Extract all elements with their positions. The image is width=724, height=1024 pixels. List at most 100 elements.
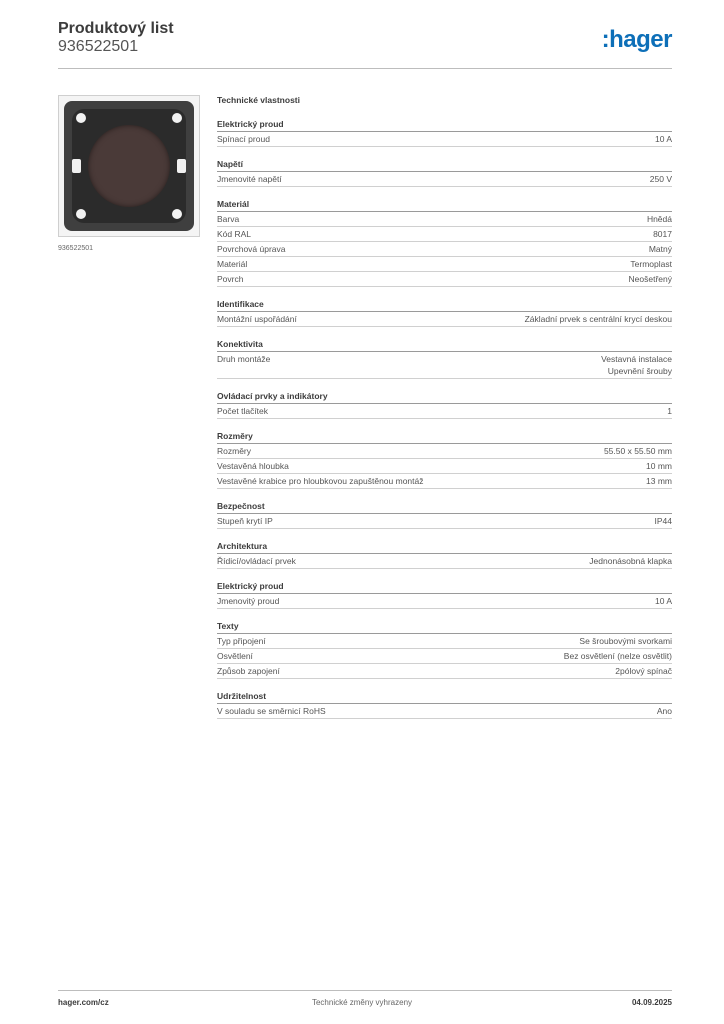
- spec-value: Ano: [657, 705, 672, 717]
- page-header: Produktový list 936522501 :hager: [58, 20, 673, 68]
- spec-value-line: 2pólový spínač: [615, 666, 672, 676]
- group-spacer: [217, 679, 672, 690]
- spec-value-line: Se šroubovými svorkami: [579, 636, 672, 646]
- spec-row: Vestavěná hloubka 10 mm: [217, 459, 672, 474]
- spec-value-line: 10 mm: [646, 461, 672, 471]
- spec-value-line: 10 A: [654, 596, 672, 606]
- spec-value-line: 13 mm: [646, 476, 672, 486]
- spec-row: Řídicí/ovládací prvek Jednonásobná klapka: [217, 554, 672, 569]
- spec-row: Kód RAL 8017: [217, 227, 672, 242]
- spec-group-title: Texty: [217, 620, 672, 634]
- spec-group-title: Ovládací prvky a indikátory: [217, 390, 672, 404]
- document-title: Produktový list: [58, 20, 174, 37]
- spec-label: Počet tlačítek: [217, 406, 269, 416]
- spec-value-line: Matný: [648, 244, 672, 254]
- spec-row: Materiál Termoplast: [217, 257, 672, 272]
- spec-value-line: Ano: [656, 706, 672, 716]
- spec-label: Vestavěné krabice pro hloubkovou zapuště…: [217, 476, 424, 486]
- spec-row: Způsob zapojení 2pólový spínač: [217, 664, 672, 679]
- group-spacer: [217, 327, 672, 338]
- spec-value: 10 A: [655, 595, 672, 607]
- screw-hole: [172, 209, 182, 219]
- spec-group-title: Identifikace: [217, 298, 672, 312]
- spec-label: Řídicí/ovládací prvek: [217, 556, 296, 566]
- switch-plate-inner: [72, 109, 186, 223]
- spec-row: Stupeň krytí IP IP44: [217, 514, 672, 529]
- spec-label: Povrch: [217, 274, 244, 284]
- footer-date: 04.09.2025: [631, 998, 672, 1007]
- spec-value-line: Upevnění šrouby: [607, 366, 672, 376]
- footer-website[interactable]: hager.com/cz: [58, 998, 109, 1007]
- spec-label: Barva: [217, 214, 240, 224]
- group-spacer: [217, 287, 672, 298]
- spec-value: Bez osvětlení (nelze osvětlit): [564, 650, 672, 662]
- spec-value-line: 1: [667, 406, 672, 416]
- spec-value: Neošetřený: [629, 273, 672, 285]
- spec-value-line: Hnědá: [646, 214, 672, 224]
- spec-label: Kód RAL: [217, 229, 252, 239]
- spec-label: Vestavěná hloubka: [217, 461, 289, 471]
- spec-value: 55.50 x 55.50 mm: [604, 445, 672, 457]
- group-spacer: [217, 419, 672, 430]
- footer-disclaimer: Technické změny vyhrazeny: [311, 998, 413, 1007]
- spec-value-line: IP44: [654, 516, 673, 526]
- spec-value-line: Základní prvek s centrální krycí deskou: [524, 314, 672, 324]
- spec-group-title: Materiál: [217, 198, 672, 212]
- header-divider: [58, 68, 672, 69]
- spec-value: Matný: [649, 243, 672, 255]
- mounting-tab: [72, 159, 81, 173]
- spec-label: Povrchová úprava: [217, 244, 286, 254]
- spec-group-title: Architektura: [217, 540, 672, 554]
- spec-value-line: 8017: [653, 229, 672, 239]
- spec-label: Způsob zapojení: [217, 666, 280, 676]
- spec-value: 8017: [653, 228, 672, 240]
- spec-value-line: 250 V: [649, 174, 672, 184]
- spec-value-line: 10 A: [654, 134, 672, 144]
- spec-label: Osvětlení: [217, 651, 253, 661]
- mounting-tab: [177, 159, 186, 173]
- product-number: 936522501: [58, 38, 139, 55]
- spec-value: 1: [667, 405, 672, 417]
- spec-value: Jednonásobná klapka: [589, 555, 672, 567]
- spec-value-line: 55.50 x 55.50 mm: [603, 446, 672, 456]
- spec-group-title: Rozměry: [217, 430, 672, 444]
- spec-label: Materiál: [217, 259, 248, 269]
- spec-row: Spínací proud 10 A: [217, 132, 672, 147]
- spec-row: Vestavěné krabice pro hloubkovou zapuště…: [217, 474, 672, 489]
- spec-label: Druh montáže: [217, 354, 271, 364]
- group-spacer: [217, 529, 672, 540]
- spec-row: Počet tlačítek 1: [217, 404, 672, 419]
- product-image: [58, 95, 200, 237]
- spec-value-line: Neošetřený: [628, 274, 672, 284]
- spec-group-title: Bezpečnost: [217, 500, 672, 514]
- spec-value-line: Termoplast: [630, 259, 672, 269]
- spec-label: Montážní uspořádání: [217, 314, 297, 324]
- spec-row: Osvětlení Bez osvětlení (nelze osvětlit): [217, 649, 672, 664]
- spec-value-line: Jednonásobná klapka: [589, 556, 672, 566]
- group-spacer: [217, 489, 672, 500]
- spec-value-line: Bez osvětlení (nelze osvětlit): [563, 651, 672, 661]
- spec-label: Jmenovitý proud: [217, 596, 280, 606]
- spec-row: Povrch Neošetřený: [217, 272, 672, 287]
- switch-plate: [64, 101, 194, 231]
- spec-group-title: Udržitelnost: [217, 690, 672, 704]
- spec-group-title: Konektivita: [217, 338, 672, 352]
- group-spacer: [217, 379, 672, 390]
- spec-label: Stupeň krytí IP: [217, 516, 273, 526]
- screw-hole: [76, 209, 86, 219]
- spec-row: Jmenovitý proud 10 A: [217, 594, 672, 609]
- group-spacer: [217, 609, 672, 620]
- screw-hole: [172, 113, 182, 123]
- specs-title: Technické vlastnosti: [217, 95, 300, 105]
- hager-logo: :hager: [601, 26, 673, 53]
- spec-group-title: Elektrický proud: [217, 118, 672, 132]
- spec-label: Spínací proud: [217, 134, 270, 144]
- spec-group-title: Napětí: [217, 158, 672, 172]
- screw-hole: [76, 113, 86, 123]
- spec-group-title: Elektrický proud: [217, 580, 672, 594]
- spec-value: Termoplast: [630, 258, 672, 270]
